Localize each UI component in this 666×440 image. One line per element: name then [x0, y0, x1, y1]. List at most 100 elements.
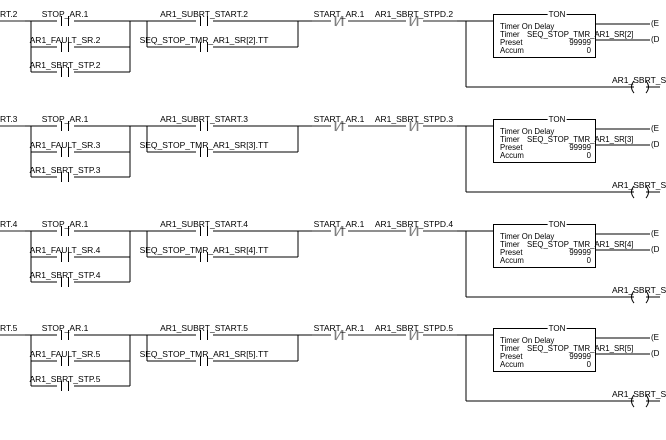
no-contact[interactable]	[61, 42, 69, 52]
ton-preset-label: Preset	[500, 38, 523, 47]
ton-accum-value: 0	[586, 256, 591, 265]
en-pin-label: (E	[651, 333, 659, 342]
contact-label-stop: STOP_AR.1	[41, 114, 89, 124]
nc-contact[interactable]	[334, 225, 344, 237]
no-contact[interactable]	[61, 277, 69, 287]
contact-label-sbrt-stpd: AR1_SBRT_STPD.2	[374, 9, 454, 19]
output-coil-label: AR1_SBRT_S	[612, 180, 666, 190]
dn-pin-label: (D	[651, 35, 660, 44]
ton-preset-value: 99999	[569, 143, 591, 152]
en-pin-label: (E	[651, 124, 659, 133]
ton-timer-tag: SEQ_STOP_TMR_AR1_SR[2]	[527, 30, 634, 39]
ton-timer-tag: SEQ_STOP_TMR_AR1_SR[5]	[527, 344, 634, 353]
no-contact[interactable]	[61, 121, 69, 131]
no-contact[interactable]	[61, 356, 69, 366]
output-coil[interactable]	[631, 80, 649, 94]
no-contact[interactable]	[61, 381, 69, 391]
nc-contact[interactable]	[334, 15, 344, 27]
contact-label-subrt-start: AR1_SUBRT_START.2	[160, 9, 248, 19]
ton-description: Timer On Delay	[500, 22, 555, 31]
ton-accum-label: Accum	[500, 360, 524, 369]
nc-contact[interactable]	[334, 120, 344, 132]
output-coil[interactable]	[631, 394, 649, 408]
contact-label-sbrt-stp: AR1_SBRT_STP.5	[29, 374, 101, 384]
ton-preset-value: 99999	[569, 38, 591, 47]
contact-label-sbrt-stp: AR1_SBRT_STP.2	[29, 60, 101, 70]
ton-timer-label: Timer	[500, 240, 520, 249]
no-contact[interactable]	[61, 147, 69, 157]
ton-timer-label: Timer	[500, 344, 520, 353]
ton-preset-label: Preset	[500, 143, 523, 152]
en-pin-label: (E	[651, 229, 659, 238]
nc-contact[interactable]	[409, 15, 419, 27]
ton-timer-label: Timer	[500, 30, 520, 39]
output-coil-label: AR1_SBRT_S	[612, 285, 666, 295]
contact-label-stop: STOP_AR.1	[41, 9, 89, 19]
ton-title: TON	[547, 115, 567, 124]
ton-title: TON	[547, 10, 567, 19]
ton-title: TON	[547, 324, 567, 333]
contact-label-seq-tt: SEQ_STOP_TMR_AR1_SR[4].TT	[139, 245, 269, 255]
contact-label-sbrt-stp: AR1_SBRT_STP.3	[29, 165, 101, 175]
no-contact[interactable]	[200, 42, 208, 52]
ton-accum-value: 0	[586, 360, 591, 369]
no-contact[interactable]	[200, 121, 208, 131]
output-coil-label: AR1_SBRT_S	[612, 389, 666, 399]
no-contact[interactable]	[200, 147, 208, 157]
output-coil[interactable]	[631, 290, 649, 304]
output-coil-label: AR1_SBRT_S	[612, 75, 666, 85]
contact-label-stop: STOP_AR.1	[41, 323, 89, 333]
ton-accum-label: Accum	[500, 46, 524, 55]
contact-label-fault: AR1_FAULT_SR.4	[29, 245, 101, 255]
ton-preset-label: Preset	[500, 248, 523, 257]
contact-label-subrt-start: AR1_SUBRT_START.4	[160, 219, 248, 229]
ton-accum-label: Accum	[500, 151, 524, 160]
no-contact[interactable]	[200, 330, 208, 340]
no-contact[interactable]	[61, 16, 69, 26]
ton-preset-value: 99999	[569, 248, 591, 257]
contact-label-sbrt-stpd: AR1_SBRT_STPD.4	[374, 219, 454, 229]
ton-timer-tag: SEQ_STOP_TMR_AR1_SR[4]	[527, 240, 634, 249]
no-contact[interactable]	[200, 252, 208, 262]
dn-pin-label: (D	[651, 245, 660, 254]
nc-contact[interactable]	[409, 225, 419, 237]
contact-label-fault: AR1_FAULT_SR.5	[29, 349, 101, 359]
no-contact[interactable]	[200, 226, 208, 236]
output-coil[interactable]	[631, 185, 649, 199]
ton-timer-label: Timer	[500, 135, 520, 144]
contact-label-sbrt-stp: AR1_SBRT_STP.4	[29, 270, 101, 280]
ton-preset-value: 99999	[569, 352, 591, 361]
no-contact[interactable]	[61, 226, 69, 236]
ton-timer-tag: SEQ_STOP_TMR_AR1_SR[3]	[527, 135, 634, 144]
contact-label-start-ar: START_AR.1	[313, 114, 365, 124]
rung-left-label: RT.5	[0, 323, 18, 333]
no-contact[interactable]	[200, 16, 208, 26]
contact-label-seq-tt: SEQ_STOP_TMR_AR1_SR[2].TT	[139, 35, 269, 45]
no-contact[interactable]	[61, 67, 69, 77]
nc-contact[interactable]	[409, 329, 419, 341]
contact-label-stop: STOP_AR.1	[41, 219, 89, 229]
contact-label-start-ar: START_AR.1	[313, 9, 365, 19]
ton-accum-label: Accum	[500, 256, 524, 265]
contact-label-seq-tt: SEQ_STOP_TMR_AR1_SR[3].TT	[139, 140, 269, 150]
ton-accum-value: 0	[586, 46, 591, 55]
ton-description: Timer On Delay	[500, 336, 555, 345]
no-contact[interactable]	[61, 252, 69, 262]
contact-label-seq-tt: SEQ_STOP_TMR_AR1_SR[5].TT	[139, 349, 269, 359]
contact-label-subrt-start: AR1_SUBRT_START.3	[160, 114, 248, 124]
nc-contact[interactable]	[334, 329, 344, 341]
nc-contact[interactable]	[409, 120, 419, 132]
rung-left-label: RT.4	[0, 219, 18, 229]
ton-title: TON	[547, 220, 567, 229]
ton-preset-label: Preset	[500, 352, 523, 361]
no-contact[interactable]	[61, 172, 69, 182]
contact-label-start-ar: START_AR.1	[313, 219, 365, 229]
contact-label-sbrt-stpd: AR1_SBRT_STPD.3	[374, 114, 454, 124]
no-contact[interactable]	[61, 330, 69, 340]
no-contact[interactable]	[200, 356, 208, 366]
